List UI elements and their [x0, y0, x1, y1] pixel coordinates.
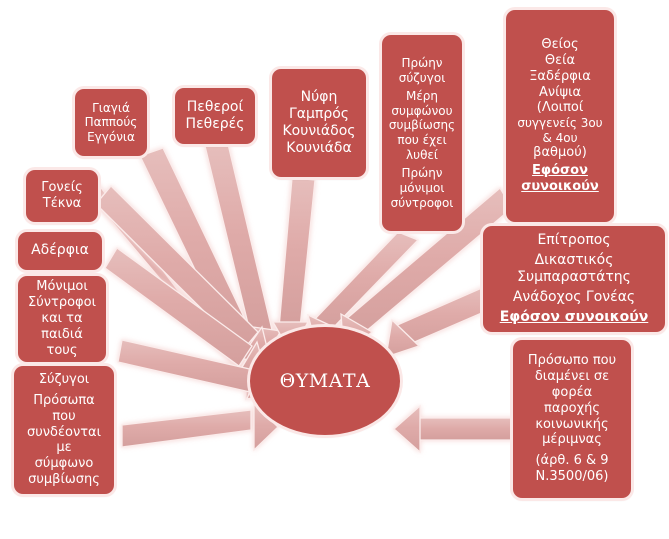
node-line: Παππούς	[84, 115, 138, 130]
arrow-11	[121, 402, 279, 452]
node-line: (άρθ. 6 & 9	[535, 453, 609, 469]
node-goneis-tekna[interactable]: Γονείς Τέκνα	[26, 170, 98, 222]
node-line: Αδέρφια	[31, 242, 89, 259]
node-line: Δικαστικός	[534, 251, 614, 268]
node-line: Θεία	[544, 52, 576, 68]
node-line-emphasis: συνοικούν	[521, 179, 599, 195]
node-line: Πεθεροί	[186, 98, 244, 115]
node-theios-theia-xaderfia-anipsia[interactable]: Θείος Θεία Ξαδέρφια Ανίψια (Λοιποί συγγε…	[506, 10, 614, 222]
node-line: μόνιμοι	[399, 180, 445, 195]
node-line: Γιαγιά	[92, 100, 130, 115]
node-line: βαθμού)	[533, 145, 587, 161]
node-line: κοινωνικής	[535, 416, 609, 432]
node-line: με	[56, 440, 72, 456]
node-line: συμβίωσης	[388, 118, 456, 133]
node-giagia-pappous-eggonia[interactable]: Γιαγιά Παππούς Εγγόνια	[75, 89, 147, 156]
node-line: Τέκνα	[42, 196, 82, 211]
node-line: Εγγόνια	[87, 129, 135, 144]
node-line: Ξαδέρφια	[529, 68, 591, 84]
node-petheroi-petheres[interactable]: Πεθεροί Πεθερές	[175, 88, 255, 144]
node-line: Συμπαραστάτης	[517, 268, 631, 285]
node-line: παιδιά	[41, 326, 83, 342]
node-line: σύζυγοι	[398, 70, 446, 85]
node-line: Θείος	[541, 36, 579, 52]
node-prosopo-foreas-koinonikis-merimnas[interactable]: Πρόσωπο που διαμένει σε φορέα παροχής κο…	[513, 340, 631, 498]
node-line: μέριμνας	[542, 432, 602, 448]
node-line: Ν.3500/06)	[535, 469, 609, 485]
node-line: Νύφη	[300, 88, 338, 105]
center-node-thymata[interactable]: ΘΥΜΑΤΑ	[250, 327, 400, 435]
node-line: Σύζυγοι	[38, 371, 90, 387]
node-line: Μέρη	[405, 89, 439, 104]
node-line: Σύντροφοι	[28, 295, 96, 311]
arrow-7	[393, 404, 517, 454]
node-nyfi-gampros-kouniados-kouniada[interactable]: Νύφη Γαμπρός Κουνιάδος Κουνιάδα	[272, 69, 366, 177]
node-line: Ανάδοχος Γονέας	[512, 289, 636, 306]
node-line: συνδέονται	[26, 424, 101, 440]
node-line: και τα	[41, 311, 83, 327]
node-line: συμβίωσης	[28, 472, 100, 488]
node-syzygoi-symfono-symviosis[interactable]: Σύζυγοι Πρόσωπα που συνδέονται με σύμφων…	[14, 366, 114, 494]
arrow-6	[385, 286, 492, 358]
node-line: & 4ου	[542, 130, 578, 145]
node-line-emphasis: Εφόσον συνοικούν	[499, 309, 649, 326]
node-line: συμφώνου	[391, 103, 453, 118]
node-line: Επίτροπος	[537, 231, 611, 248]
node-line: τους	[46, 342, 78, 358]
node-line: που	[52, 408, 76, 424]
node-proin-syzygoi[interactable]: Πρώην σύζυγοι Μέρη συμφώνου συμβίωσης πο…	[382, 35, 462, 231]
node-line: σύντροφοι	[390, 195, 454, 210]
node-line: συγγενείς 3ου	[517, 116, 603, 131]
node-line: Πεθερές	[185, 116, 245, 132]
node-line: Κουνιάδος	[282, 123, 356, 139]
node-aderfia[interactable]: Αδέρφια	[18, 232, 102, 270]
node-line: Πρόσωπα	[33, 392, 95, 408]
center-node-label: ΘΥΜΑΤΑ	[279, 370, 371, 392]
node-line: φορέα	[551, 384, 593, 400]
node-line: λυθεί	[406, 147, 438, 162]
node-line: σύμφωνο	[34, 456, 94, 472]
node-line: Ανίψια	[538, 84, 582, 100]
node-line: (Λοιποί	[536, 100, 584, 116]
node-epitropos-dikastikos-anadochos[interactable]: Επίτροπος Δικαστικός Συμπαραστάτης Ανάδο…	[483, 226, 665, 332]
node-line: Πρώην	[401, 166, 443, 181]
node-line-emphasis: Εφόσον	[532, 163, 588, 179]
node-line: Γονείς	[41, 180, 83, 196]
node-line: Κουνιάδα	[286, 140, 352, 157]
node-monimoi-syntrofoi[interactable]: Μόνιμοι Σύντροφοι και τα παιδιά τους	[18, 276, 106, 362]
node-line: που έχει	[397, 133, 447, 147]
node-line: Μόνιμοι	[36, 279, 88, 295]
arrow-3	[271, 177, 316, 355]
node-line: Πρόσωπο που	[527, 353, 617, 369]
node-line: διαμένει σε	[534, 368, 610, 384]
node-line: Πρώην	[401, 55, 443, 70]
node-line: παροχής	[544, 400, 600, 416]
node-line: Γαμπρός	[288, 105, 350, 122]
